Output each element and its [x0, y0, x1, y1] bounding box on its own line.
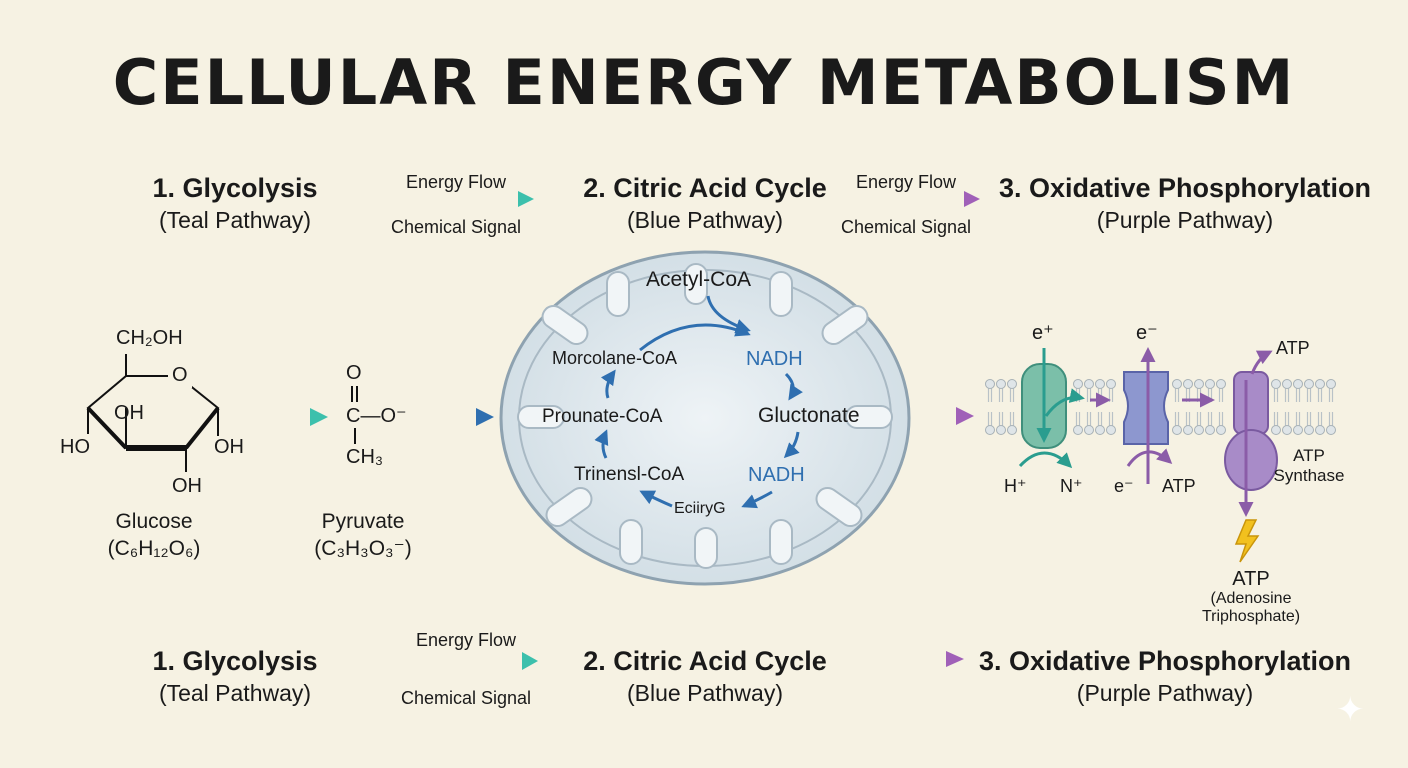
stage-name: 3. Oxidative Phosphorylation: [998, 173, 1372, 203]
cycle-gluctonate: Gluctonate: [758, 404, 860, 427]
mitochondrion: [499, 250, 911, 586]
bottom-flow1-label-bottom: Chemical Signal: [400, 688, 532, 708]
bottom-flow2-arrow: [842, 651, 964, 667]
lightning-icon: [1234, 519, 1260, 563]
cycle-acetyl-coa: Acetyl-CoA: [646, 268, 752, 291]
stage-name: 2. Citric Acid Cycle: [583, 173, 827, 203]
oxphos-e-plus: e⁺: [1032, 322, 1054, 344]
cycle-prounate-coa: Prounate-CoA: [542, 406, 663, 427]
top-flow2-label-bottom: Chemical Signal: [840, 217, 972, 237]
pyruvate-name: Pyruvate: [321, 510, 405, 533]
glucose-formula: (C₆H₁₂O₆): [107, 537, 201, 561]
glucose-ch2oh: CH₂OH: [116, 327, 183, 349]
stage-sub: (Blue Pathway): [627, 206, 783, 233]
stage-sub: (Teal Pathway): [158, 206, 312, 233]
cycle-trinensl-coa: Trinensl-CoA: [574, 464, 685, 485]
cycle-to-oxphos-arrow: [918, 407, 974, 425]
stage-name: 2. Citric Acid Cycle: [583, 646, 827, 676]
cycle-nadh-2: NADH: [748, 464, 805, 486]
stage-sub: (Blue Pathway): [627, 679, 783, 706]
oxphos-h-plus: H⁺: [1004, 476, 1027, 496]
atp-synthase: [1224, 350, 1278, 517]
pyruvate-c-o: C—O⁻: [346, 405, 407, 427]
cycle-arrows: [594, 295, 803, 509]
top-stage-glycolysis: 1. Glycolysis (Teal Pathway): [120, 172, 350, 235]
glucose-to-pyruvate-arrow: [262, 408, 328, 426]
stage-sub: (Purple Pathway): [1076, 679, 1254, 706]
bottom-flow1-label-top: Energy Flow: [415, 630, 517, 650]
oxphos-atp-final: ATP: [1232, 568, 1270, 590]
top-flow1-label-bottom: Chemical Signal: [390, 217, 522, 237]
glucose-label: Glucose (C₆H₁₂O₆): [94, 508, 214, 563]
complex-teal: [1018, 348, 1085, 469]
complex-blue: [1123, 347, 1173, 484]
glucose-oh-bottom: OH: [172, 475, 202, 497]
top-flow1-arrow: [386, 191, 534, 207]
top-flow1-label-top: Energy Flow: [405, 172, 507, 192]
glucose-ho-left: HO: [60, 436, 90, 458]
stage-name: 1. Glycolysis: [152, 646, 318, 676]
top-flow2-label-top: Energy Flow: [855, 172, 957, 192]
stage-name: 1. Glycolysis: [152, 173, 318, 203]
oxphos-atp-synthase: ATP Synthase: [1273, 446, 1345, 486]
cycle-morcolane-coa: Morcolane-CoA: [552, 348, 678, 368]
oxphos-atp-full-name: (Adenosine Triphosphate): [1201, 590, 1301, 626]
oxphos-atp-top: ATP: [1276, 338, 1310, 358]
oxphos-n-plus: N⁺: [1060, 476, 1083, 496]
stage-sub: (Purple Pathway): [1096, 206, 1274, 233]
glucose-oh-right: OH: [214, 436, 244, 458]
cycle-nadh-1: NADH: [746, 348, 803, 370]
bottom-stage-citric: 2. Citric Acid Cycle (Blue Pathway): [560, 645, 850, 708]
oxphos-atp-bottom: ATP: [1162, 476, 1196, 496]
pyruvate-to-cycle-arrow: [428, 408, 494, 426]
top-stage-oxphos: 3. Oxidative Phosphorylation (Purple Pat…: [990, 172, 1380, 235]
cycle-eciiryg: EciiryG: [674, 500, 726, 517]
glucose-molecule: [86, 354, 220, 472]
bottom-stage-oxphos: 3. Oxidative Phosphorylation (Purple Pat…: [970, 645, 1360, 708]
oxphos-e-minus-bottom: e⁻: [1114, 476, 1134, 496]
bottom-flow1-arrow: [396, 652, 538, 670]
glucose-ring-o: O: [172, 364, 188, 386]
glucose-oh-inner: OH: [114, 402, 144, 424]
top-flow2-arrow: [836, 191, 980, 207]
pyruvate-formula: (C₃H₃O₃⁻): [314, 537, 412, 561]
pyruvate-o-top: O: [346, 362, 362, 384]
stage-sub: (Teal Pathway): [158, 679, 312, 706]
oxphos-e-minus-top: e⁻: [1136, 322, 1158, 344]
bottom-stage-glycolysis: 1. Glycolysis (Teal Pathway): [120, 645, 350, 708]
glucose-name: Glucose: [115, 510, 193, 533]
pyruvate-label: Pyruvate (C₃H₃O₃⁻): [308, 508, 418, 563]
sparkle-icon: ✦: [1336, 691, 1365, 729]
pyruvate-ch3: CH₃: [346, 446, 384, 468]
ring-o-mask: [168, 364, 192, 388]
top-stage-citric: 2. Citric Acid Cycle (Blue Pathway): [560, 172, 850, 235]
page-title: CELLULAR ENERGY METABOLISM: [112, 46, 1296, 119]
stage-name: 3. Oxidative Phosphorylation: [978, 646, 1352, 676]
pyruvate-molecule: [351, 386, 358, 444]
